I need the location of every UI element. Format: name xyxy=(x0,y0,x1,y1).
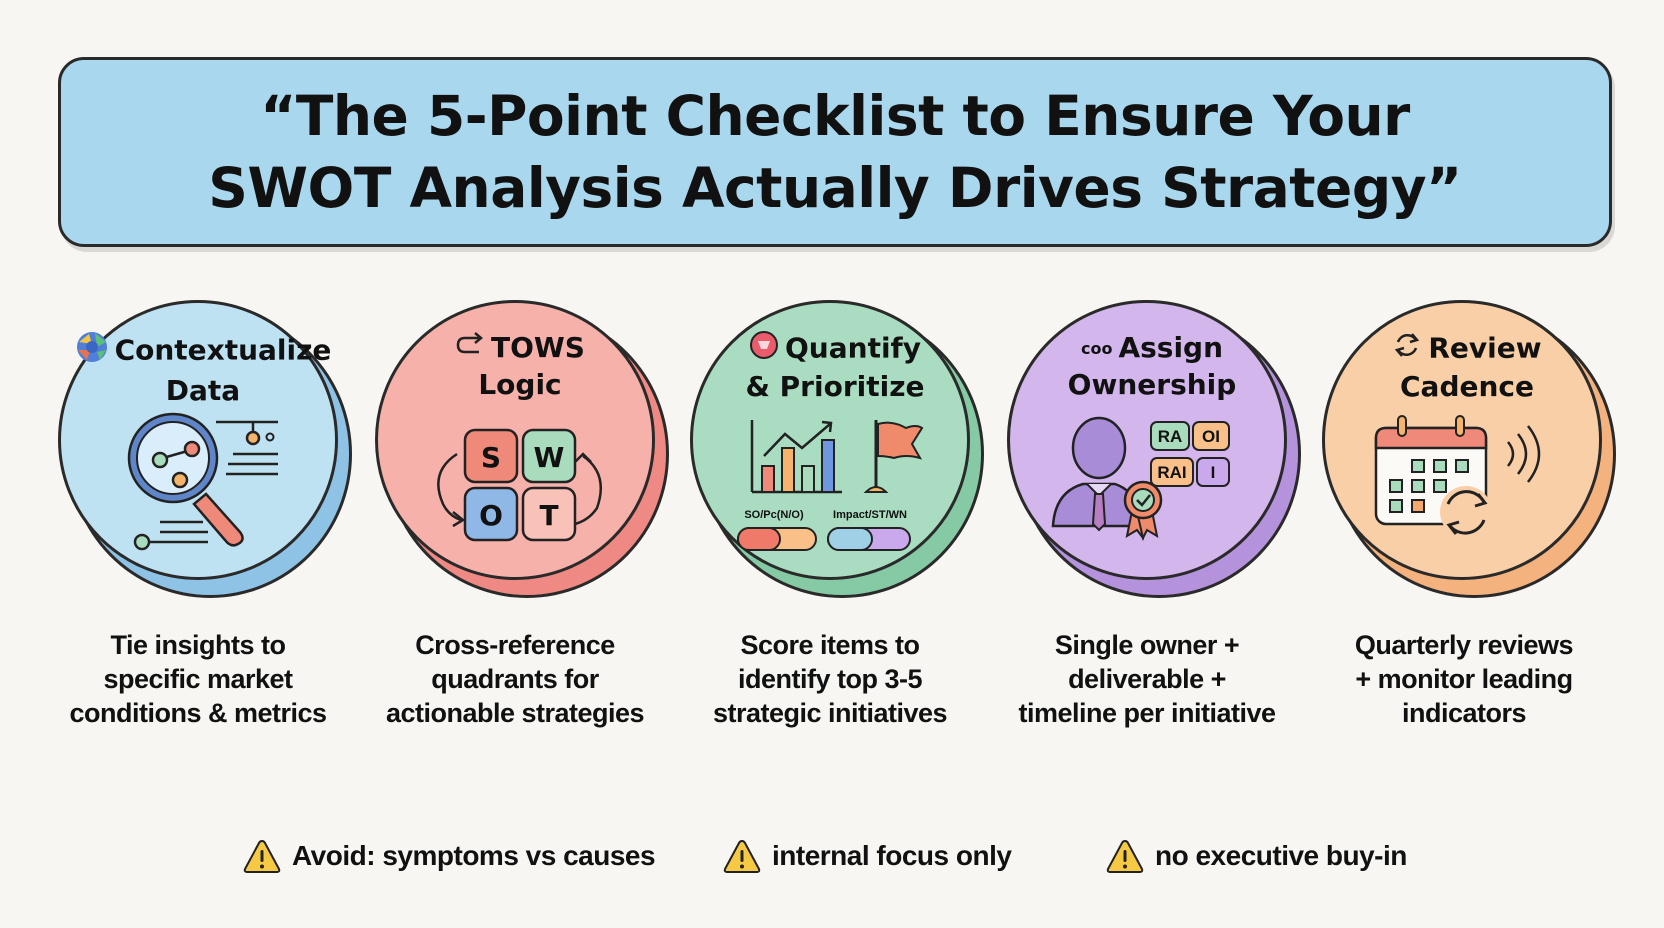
warning-item: internal focus only xyxy=(722,838,1012,874)
warning-text: Avoid: symptoms vs causes xyxy=(292,840,656,871)
description-line: quadrants for xyxy=(431,664,599,694)
magnifier-data-icon xyxy=(98,408,308,558)
globe-icon xyxy=(75,330,109,373)
description-line: + monitor leading xyxy=(1355,664,1573,694)
description-line: timeline per initiative xyxy=(1018,698,1276,728)
card-title-line1: Review xyxy=(1428,331,1542,365)
warning-icon xyxy=(243,839,281,873)
description-line: actionable strategies xyxy=(385,698,645,728)
disc xyxy=(1007,300,1287,580)
description-line: conditions & metrics xyxy=(69,698,327,728)
description-line: Score items to xyxy=(740,630,920,660)
description-line: strategic initiatives xyxy=(712,698,948,728)
card-title-line1: Assign xyxy=(1118,331,1224,364)
description-line: identify top 3-5 xyxy=(737,664,923,694)
card-title-line2: Data xyxy=(165,374,241,407)
description-contextualize: Tie insights to specific market conditio… xyxy=(48,628,348,730)
svg-text:O: O xyxy=(479,499,503,532)
description-tows: Cross-reference quadrants for actionable… xyxy=(365,628,665,730)
target-badge-icon xyxy=(749,330,779,369)
card-title: TOWS Logic xyxy=(375,330,665,403)
checklist-card-review: Review Cadence xyxy=(1322,300,1616,598)
person-raci-icon: RA OI RAI I xyxy=(1047,408,1257,558)
swot-grid-icon: S W O T xyxy=(415,408,625,558)
description-quantify: Score items to identify top 3-5 strategi… xyxy=(680,628,980,730)
svg-text:OI: OI xyxy=(1202,427,1220,446)
warning-item: no executive buy-in xyxy=(1105,838,1407,874)
description-line: indicators xyxy=(1401,698,1527,728)
warning-text: internal focus only xyxy=(772,840,1012,871)
description-line: Cross-reference xyxy=(415,630,615,660)
warning-icon xyxy=(723,839,761,873)
card-title: Contextualize Data xyxy=(58,330,348,409)
svg-text:Impact/ST/WN: Impact/ST/WN xyxy=(833,509,907,521)
description-line: Single owner + xyxy=(1054,630,1240,660)
checklist-card-tows: TOWS Logic S W O T xyxy=(375,300,669,598)
svg-text:S: S xyxy=(481,441,501,474)
card-title-line2: Cadence xyxy=(1400,370,1534,403)
title-banner: “The 5-Point Checklist to Ensure Your SW… xyxy=(58,57,1612,247)
card-title: Review Cadence xyxy=(1322,330,1612,405)
warning-item: Avoid: symptoms vs causes xyxy=(242,838,656,874)
description-review: Quarterly reviews + monitor leading indi… xyxy=(1314,628,1614,730)
card-title-line1: TOWS xyxy=(491,331,585,364)
card-title-line1: Contextualize xyxy=(114,333,332,367)
warning-icon xyxy=(1106,839,1144,873)
description-line: deliverable + xyxy=(1068,664,1226,694)
title-line-2: SWOT Analysis Actually Drives Strategy” xyxy=(208,156,1462,220)
card-title-line2: Logic xyxy=(478,368,562,401)
description-line: Tie insights to xyxy=(110,630,286,660)
checklist-card-contextualize: Contextualize Data xyxy=(58,300,352,598)
svg-text:I: I xyxy=(1211,463,1216,482)
card-title-line2: Ownership xyxy=(1067,368,1237,401)
card-title-line2: & Prioritize xyxy=(745,370,925,403)
calendar-cycle-icon xyxy=(1362,408,1572,558)
svg-text:RA: RA xyxy=(1158,427,1183,446)
refresh-icon xyxy=(1392,330,1422,369)
warning-text: no executive buy-in xyxy=(1155,840,1407,871)
description-line: Quarterly reviews xyxy=(1354,630,1574,660)
bar-chart-flag-icon: SO/Pc(N/O) Impact/ST/WN xyxy=(730,408,940,558)
svg-text:SO/Pc(N/O): SO/Pc(N/O) xyxy=(744,509,804,521)
svg-text:T: T xyxy=(539,499,558,532)
svg-text:RAI: RAI xyxy=(1157,463,1186,482)
card-title: Quantify & Prioritize xyxy=(690,330,980,405)
description-line: specific market xyxy=(103,664,293,694)
coo-label-icon: coo xyxy=(1080,339,1113,358)
card-title-line1: Quantify xyxy=(785,331,921,365)
card-title: coo Assign Ownership xyxy=(1007,330,1297,403)
warnings-row: Avoid: symptoms vs causes internal focus… xyxy=(0,838,1664,888)
checklist-card-quantify: Quantify & Prioritize SO/Pc(N/O) Impact/… xyxy=(690,300,984,598)
checklist-card-ownership: coo Assign Ownership RA OI RAI I xyxy=(1007,300,1301,598)
title-line-1: “The 5-Point Checklist to Ensure Your xyxy=(260,84,1410,148)
description-ownership: Single owner + deliverable + timeline pe… xyxy=(997,628,1297,730)
svg-text:W: W xyxy=(534,441,565,474)
cycle-arrow-icon xyxy=(455,331,485,367)
